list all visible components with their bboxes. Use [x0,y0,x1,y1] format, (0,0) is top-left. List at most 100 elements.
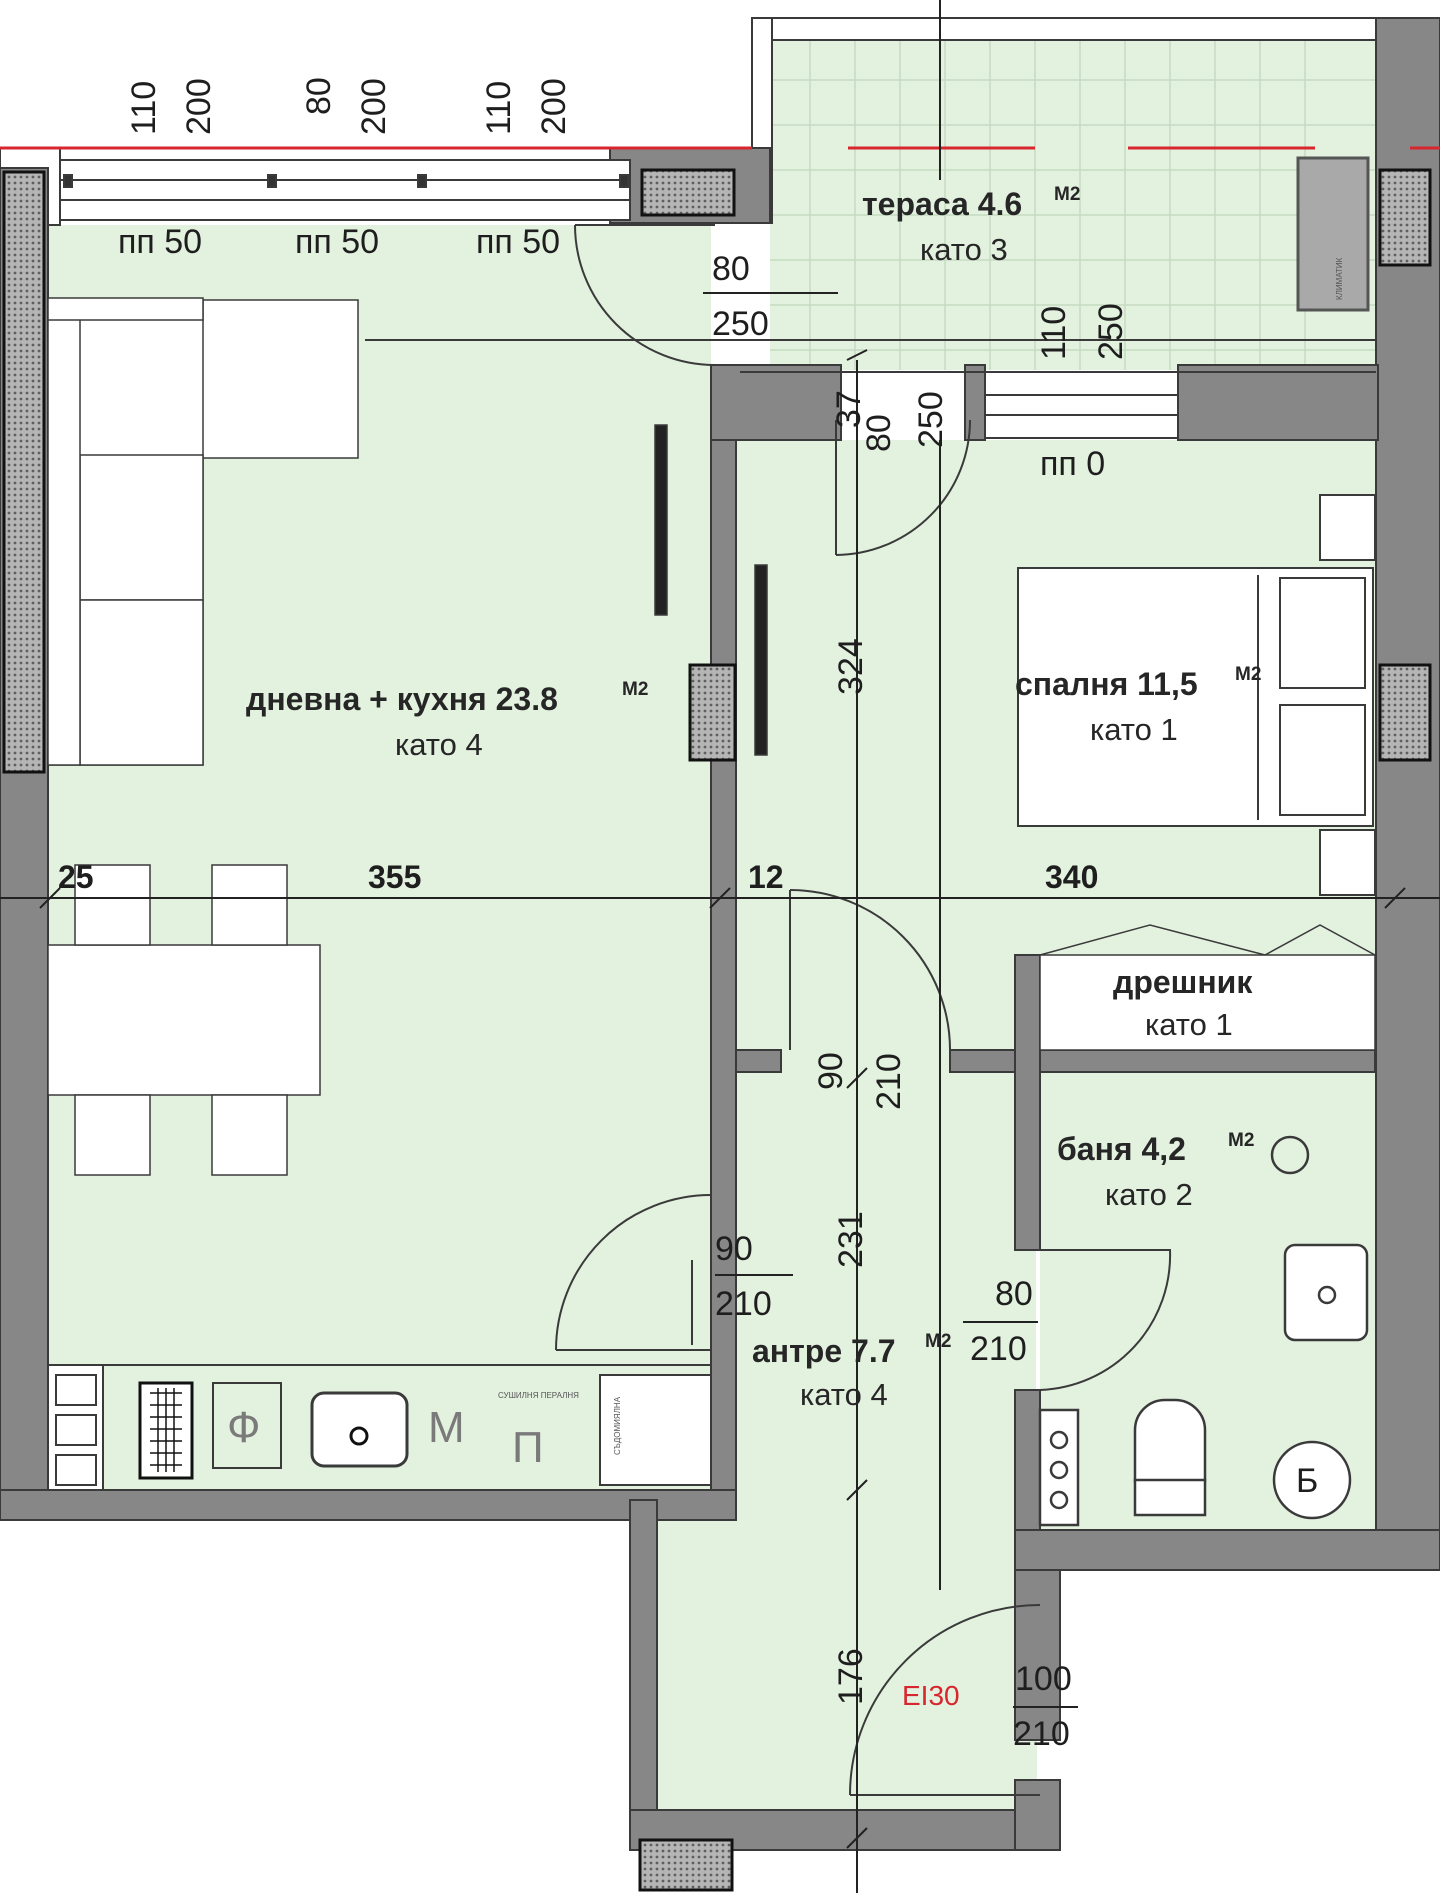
terrace-parapet-top [751,17,1378,41]
wall-bath-bottom [1014,1529,1440,1571]
terrace-name: тераса 4.6 [862,186,1022,222]
hall-unit: M2 [925,1331,951,1352]
closet-furniture [1039,924,1376,1051]
bedroom-door-height: 210 [870,1053,908,1110]
hall-finish: като 4 [800,1377,888,1412]
terrace-tile-grid [770,40,1375,370]
dim-25: 25 [58,859,94,895]
tv-stand-1 [654,424,668,616]
bedroom-window [984,371,1179,439]
window-2-height: 200 [355,78,393,135]
window-3-sill: пп 50 [476,223,560,261]
closet-finish: като 1 [1145,1007,1233,1042]
fridge-box [212,1382,282,1469]
hall-west-wall [629,1499,658,1831]
column-mid [688,663,737,762]
terrace-unit: M2 [1054,184,1080,205]
structural-columns [2,168,1432,1892]
pillow-2 [1279,704,1366,816]
dim-324: 324 [832,638,870,695]
window-3-height: 200 [535,78,573,135]
wall-closet-bottom [949,1049,1376,1073]
bedroom-unit: M2 [1235,664,1261,685]
living-door-swing [555,1194,712,1351]
cooktop-grid [150,1388,182,1472]
window-1-sill: пп 50 [118,223,202,261]
bathroom-fixtures [1038,1135,1369,1527]
dim-12: 12 [748,859,784,895]
dim-340: 340 [1045,859,1098,895]
living-furniture [47,297,768,1176]
terrace-finish: като 3 [920,232,1008,267]
door-labels: 80 250 110 250 пп 0 90 210 90 210 80 210… [712,250,1130,1753]
washer-label: П [512,1423,544,1472]
bath-door-swing [1039,1249,1172,1391]
microwave-label: М [428,1403,465,1452]
dining-table [47,944,321,1096]
terrace-door-swing [574,224,716,366]
living-door-width: 90 [715,1230,753,1268]
dim-250: 250 [912,391,950,448]
boiler-icon [1272,1440,1352,1520]
bath-door-width: 80 [995,1275,1033,1313]
wall-bath-left-lower [1014,1389,1041,1551]
entry-door-height: 210 [1013,1715,1070,1753]
cabinet-end [47,1364,104,1491]
column-east-top [1378,168,1432,267]
tv-stand-2 [754,564,768,756]
terrace-floor [770,40,1375,370]
chair-4 [211,1094,288,1176]
bedroom-north-wall-right [1177,364,1379,441]
bedroom-finish: като 1 [1090,712,1178,747]
closet-name: дрешник [1113,964,1253,1000]
column-nw [2,170,46,774]
window-2-width: 80 [300,77,338,115]
bedroom-door-width: 90 [812,1052,850,1090]
sofa-back-rest [47,299,81,766]
bedroom-door-swing [789,889,951,1051]
chair-3 [74,1094,151,1176]
dishwasher-box [599,1374,712,1486]
entry-door-width: 100 [1015,1660,1072,1698]
dimension-labels: 37 80 250 324 231 176 25 355 12 340 [58,390,1098,1705]
window-2-sill: пп 50 [295,223,379,261]
fan-icon [1270,1135,1310,1175]
walls [0,17,1440,1851]
chair-1 [74,864,151,946]
wall-hall-closet [735,1049,782,1073]
north-windows [59,159,631,221]
bathroom-name: баня 4,2 [1057,1131,1186,1167]
sofa-seat-2 [79,599,204,766]
terrace-door-height: 250 [712,305,769,343]
washbasin-icon [1283,1243,1369,1342]
living-door-height: 210 [715,1285,772,1323]
dim-80: 80 [860,414,898,452]
room-labels: тераса 4.6 M2 като 3 дневна + кухня 23.8… [246,184,1261,1412]
hall-east-wall [1014,1569,1061,1741]
window-1-width: 110 [125,81,163,135]
ac-unit-icon [1296,156,1370,312]
door-swings [555,224,1172,1796]
nightstand-1 [1319,494,1376,561]
terrace-door-width: 80 [712,250,750,288]
bath-door-height: 210 [970,1330,1027,1368]
dim-37: 37 [830,390,868,428]
fridge-label: Ф [227,1403,260,1452]
wall-bath-left [1014,954,1041,1251]
dishwasher-label: СЪДОМИЯЛНА [613,1396,622,1455]
window-1-height: 200 [180,78,218,135]
dim-355: 355 [368,859,421,895]
living-unit: M2 [622,679,648,700]
pillow-1 [1279,577,1366,689]
living-name: дневна + кухня 23.8 [246,681,558,717]
living-finish: като 4 [395,727,483,762]
ac-unit-label: КЛИМАТИК [1335,257,1344,300]
partition-living-hall [710,364,737,1511]
bathroom-unit: M2 [1228,1130,1254,1151]
hall-lower-floor [657,1500,1037,1830]
bedroom-window-sill: пп 0 [1040,445,1105,483]
dim-231: 231 [832,1211,870,1268]
partition-top [710,364,842,441]
